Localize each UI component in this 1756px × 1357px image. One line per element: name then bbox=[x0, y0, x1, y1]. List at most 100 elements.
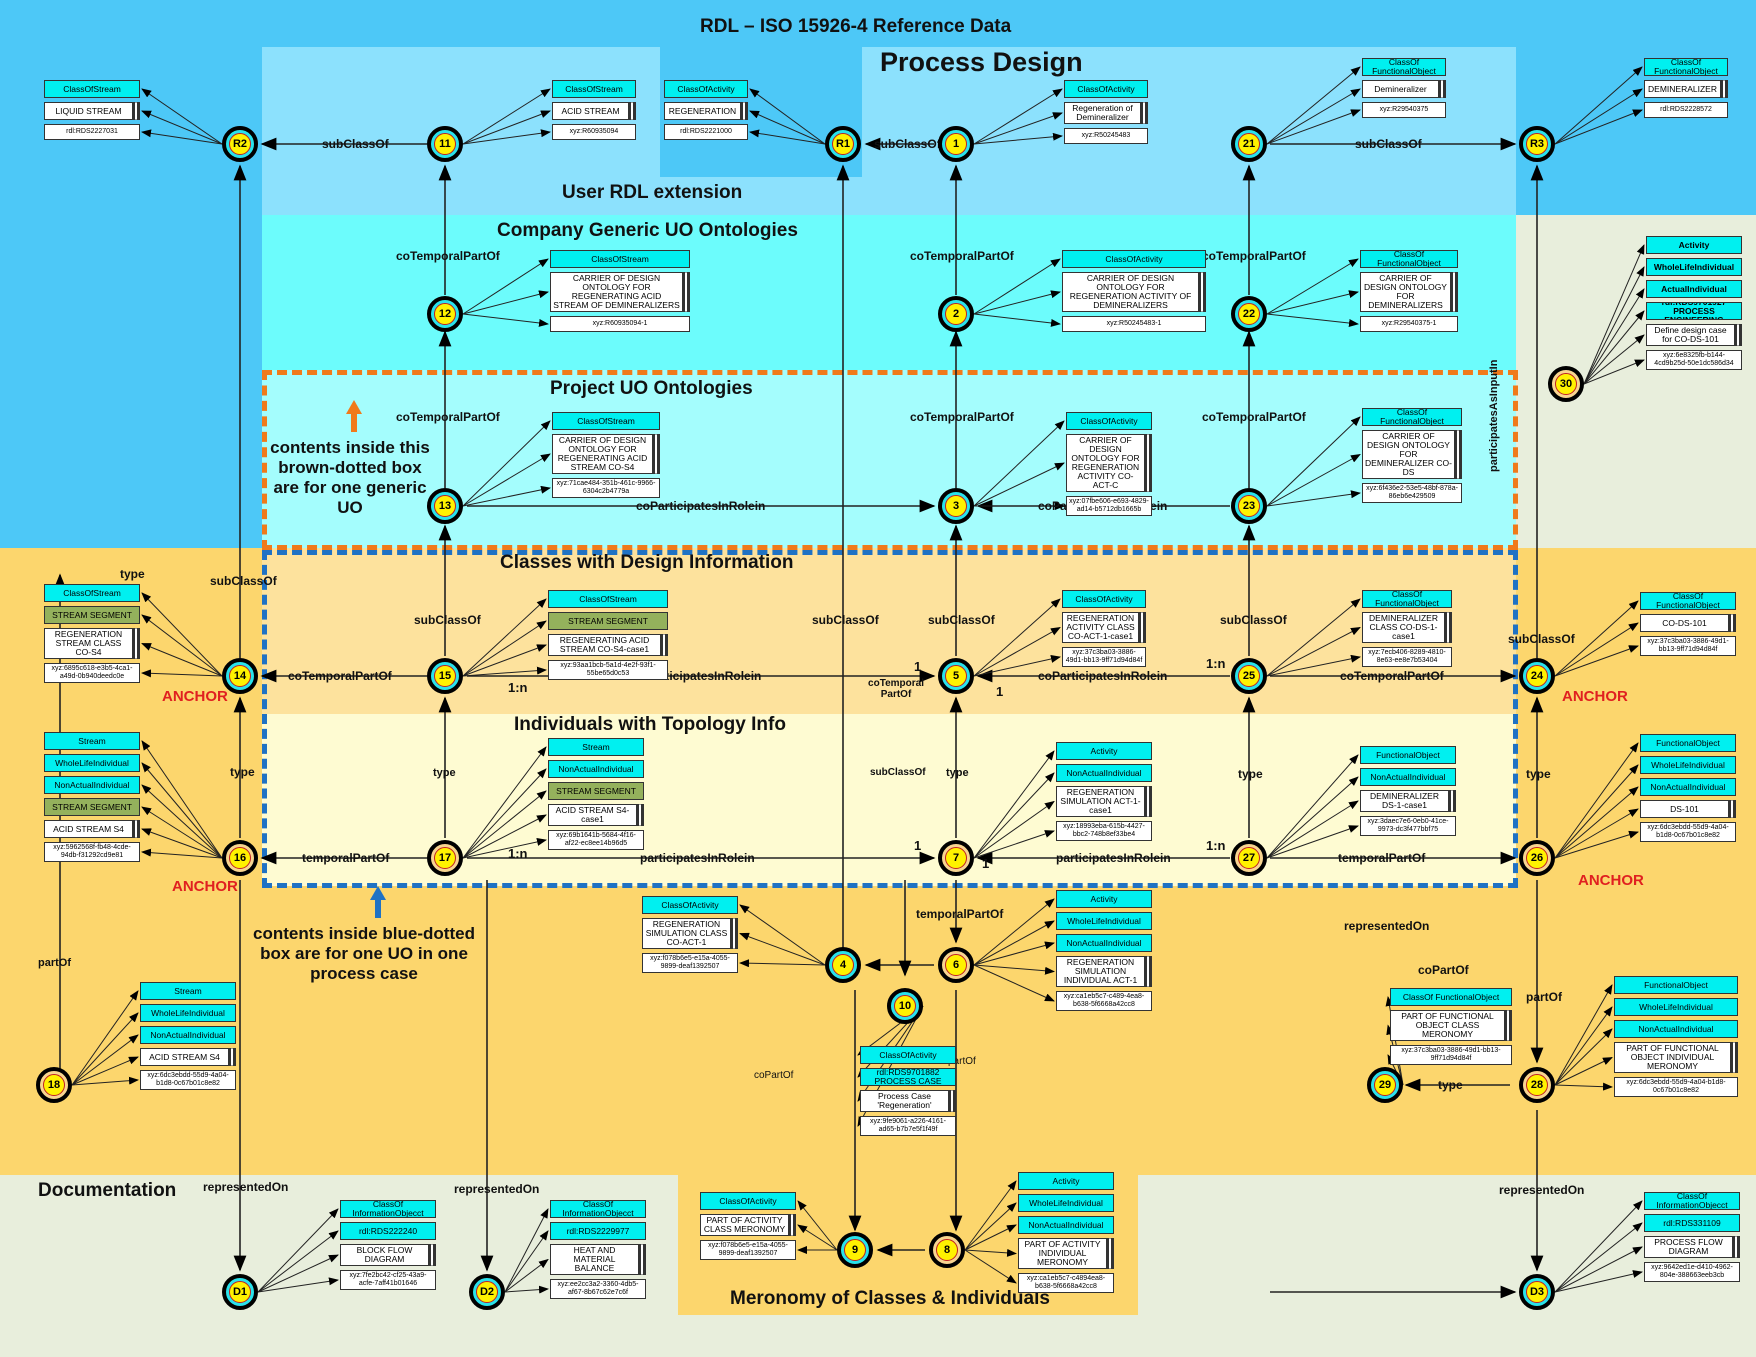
edge-label-partof-28: partOf bbox=[1526, 990, 1562, 1004]
node-29[interactable]: 29 bbox=[1367, 1067, 1403, 1103]
node-D3[interactable]: D3 bbox=[1519, 1274, 1555, 1310]
node-R2[interactable]: R2 bbox=[222, 126, 258, 162]
anchor-16: ANCHOR bbox=[172, 878, 238, 895]
node-12[interactable]: 12 bbox=[427, 296, 463, 332]
node-8[interactable]: 8 bbox=[929, 1232, 965, 1268]
node-15[interactable]: 15 bbox=[427, 658, 463, 694]
type-box: rdl:RDS9701927 PROCESS ENGINEERING bbox=[1646, 302, 1742, 320]
attribute-arrow bbox=[1266, 109, 1361, 145]
node-14[interactable]: 14 bbox=[222, 658, 258, 694]
edge-label-participates-17-7: participatesInRolein bbox=[640, 851, 755, 865]
label-box: BLOCK FLOW DIAGRAM bbox=[340, 1244, 436, 1266]
attribute-arrow bbox=[973, 830, 1055, 859]
node-7[interactable]: 7 bbox=[938, 840, 974, 876]
mult-17: 1:n bbox=[508, 846, 528, 861]
edge-label-copartof-4-9: coPartOf bbox=[754, 1070, 794, 1081]
id-box: xyz:6dc3ebdd-55d9-4a04-b1d8-0c67b01c8e82 bbox=[140, 1070, 236, 1090]
node-number: 17 bbox=[434, 847, 456, 869]
node-R1[interactable]: R1 bbox=[825, 126, 861, 162]
attribute-arrow bbox=[462, 746, 547, 859]
attribute-arrow bbox=[964, 1224, 1017, 1251]
attribute-arrow bbox=[1554, 1028, 1613, 1086]
attribute-arrow bbox=[1266, 258, 1359, 315]
edge-label-subclassof-11-R2: subClassOf bbox=[322, 137, 389, 151]
attribute-arrow bbox=[973, 964, 1055, 975]
node-24[interactable]: 24 bbox=[1519, 658, 1555, 694]
node-number: 2 bbox=[945, 303, 967, 325]
edge-label-subclassof-15: subClassOf bbox=[414, 613, 481, 627]
label-box: Regeneration of Demineralizer bbox=[1064, 102, 1148, 124]
attribute-arrow bbox=[1554, 66, 1643, 145]
id-box: xyz:69b1641b-5684-4f16-af22-ec8ee14b96d5 bbox=[548, 830, 644, 850]
node-21[interactable]: 21 bbox=[1231, 126, 1267, 162]
attribute-arrow bbox=[1266, 776, 1359, 859]
node-13[interactable]: 13 bbox=[427, 488, 463, 524]
attribute-arrow bbox=[964, 1202, 1017, 1251]
attribute-arrow bbox=[462, 837, 547, 859]
node-25[interactable]: 25 bbox=[1231, 658, 1267, 694]
node-30[interactable]: 30 bbox=[1548, 366, 1584, 402]
node-3[interactable]: 3 bbox=[938, 488, 974, 524]
edge-label-temporalpartof-7-6: temporalPartOf bbox=[916, 907, 1004, 921]
node-6[interactable]: 6 bbox=[938, 947, 974, 983]
label-box: Define design case for CO-DS-101 bbox=[1646, 324, 1742, 346]
label-box: ACID STREAM S4 bbox=[44, 820, 140, 838]
node-10[interactable]: 10 bbox=[887, 988, 923, 1024]
attribute-arrow bbox=[141, 643, 223, 677]
type-box: FunctionalObject bbox=[1640, 734, 1736, 752]
id-box: xyz:f078b6e5-e15a-4055-9899-deaf1392507 bbox=[700, 1240, 796, 1260]
type-box: ClassOf FunctionalObject bbox=[1362, 58, 1446, 76]
attribute-arrow bbox=[973, 920, 1055, 966]
node-D2[interactable]: D2 bbox=[469, 1274, 505, 1310]
node-number: 12 bbox=[434, 303, 456, 325]
type-box: NonActualIndividual bbox=[1640, 778, 1736, 796]
node-4[interactable]: 4 bbox=[825, 947, 861, 983]
id-box: xyz:R29540375-1 bbox=[1360, 316, 1458, 332]
node-18[interactable]: 18 bbox=[36, 1067, 72, 1103]
attribute-arrow bbox=[739, 904, 826, 966]
node-17[interactable]: 17 bbox=[427, 840, 463, 876]
node-27[interactable]: 27 bbox=[1231, 840, 1267, 876]
node-26[interactable]: 26 bbox=[1519, 840, 1555, 876]
anchor-26: ANCHOR bbox=[1578, 872, 1644, 889]
node-23[interactable]: 23 bbox=[1231, 488, 1267, 524]
attribute-arrow bbox=[141, 614, 223, 677]
attribute-arrow bbox=[973, 88, 1063, 145]
node-1[interactable]: 1 bbox=[938, 126, 974, 162]
id-box: xyz:6e8325fb-b144-4cd9b25d-50e1dc586d34 bbox=[1646, 350, 1742, 370]
type-box: WholeLifeIndividual bbox=[1640, 756, 1736, 774]
node-22[interactable]: 22 bbox=[1231, 296, 1267, 332]
type-box: ClassOfStream bbox=[552, 80, 636, 98]
node-16[interactable]: 16 bbox=[222, 840, 258, 876]
id-box: xyz:R50245483-1 bbox=[1062, 316, 1206, 332]
attribute-arrow bbox=[462, 313, 549, 327]
node-9[interactable]: 9 bbox=[837, 1232, 873, 1268]
node-28[interactable]: 28 bbox=[1519, 1067, 1555, 1103]
node-2[interactable]: 2 bbox=[938, 296, 974, 332]
edge-label-cotemporalpartof-15-14: coTemporalPartOf bbox=[288, 669, 392, 683]
attribute-arrow bbox=[462, 768, 547, 859]
node-number: 15 bbox=[434, 665, 456, 687]
node-R3[interactable]: R3 bbox=[1519, 126, 1555, 162]
id-box: rdl:RDS2228572 bbox=[1644, 102, 1728, 118]
node-5[interactable]: 5 bbox=[938, 658, 974, 694]
id-box: xyz:ca1eb5c7-c489-4ea8-b638-5f6668a42cc8 bbox=[1056, 991, 1152, 1011]
node-number: D2 bbox=[476, 1281, 498, 1303]
edge-label-type-17-15: type bbox=[433, 767, 456, 779]
id-box: xyz:37c3ba03-3886-49d1-bb13-9ff71d94d84f bbox=[1640, 636, 1736, 656]
node-number: R3 bbox=[1526, 133, 1548, 155]
attribute-arrow bbox=[504, 1258, 549, 1293]
edge-label-coparticipates-25-5: coParticipatesInRolein bbox=[1038, 669, 1168, 683]
blue-dotted-box bbox=[262, 550, 1518, 888]
node-11[interactable]: 11 bbox=[427, 126, 463, 162]
node-D1[interactable]: D1 bbox=[222, 1274, 258, 1310]
mult-25: 1:n bbox=[1206, 656, 1226, 671]
type-box: ClassOfStream bbox=[550, 250, 690, 268]
node-number: R1 bbox=[832, 133, 854, 155]
attribute-arrow bbox=[504, 1208, 549, 1293]
type-box: ClassOfActivity bbox=[664, 80, 748, 98]
